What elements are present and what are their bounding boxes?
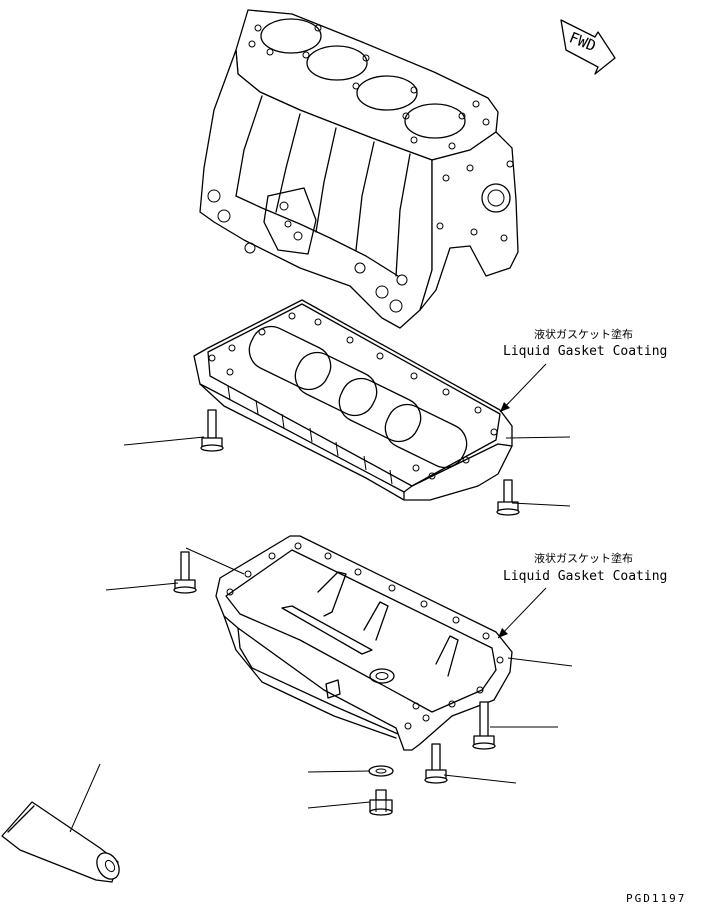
- drain-washer: [368, 765, 394, 777]
- leader-lines: [69, 363, 573, 833]
- oil-pan: [215, 535, 513, 751]
- fwd-arrow-icon: FWD: [560, 19, 616, 75]
- callout-jp-text: 液状ガスケット塗布: [534, 551, 633, 565]
- cylinder-block: [199, 9, 519, 329]
- gasket-tube-icon: [1, 801, 120, 883]
- drain-plug: [369, 789, 393, 816]
- callout-jp-text: 液状ガスケット塗布: [534, 327, 633, 341]
- oil-pan-bolt-right: [472, 701, 496, 750]
- callout-gasket-upper: 液状ガスケット塗布 Liquid Gasket Coating: [503, 327, 667, 359]
- fwd-label: FWD: [567, 28, 599, 55]
- callout-gasket-lower: 液状ガスケット塗布 Liquid Gasket Coating: [503, 551, 667, 584]
- callout-en-text: Liquid Gasket Coating: [503, 569, 667, 584]
- oil-pan-bolt-left: [173, 551, 197, 594]
- callout-en-text: Liquid Gasket Coating: [503, 344, 667, 359]
- crankcase-bolt-left: [200, 409, 224, 452]
- crankcase-bolt-right: [496, 479, 520, 516]
- lower-crankcase: [193, 299, 513, 501]
- oil-pan-bolt-bottom: [424, 743, 448, 784]
- drawing-code: PGD1197: [626, 892, 686, 905]
